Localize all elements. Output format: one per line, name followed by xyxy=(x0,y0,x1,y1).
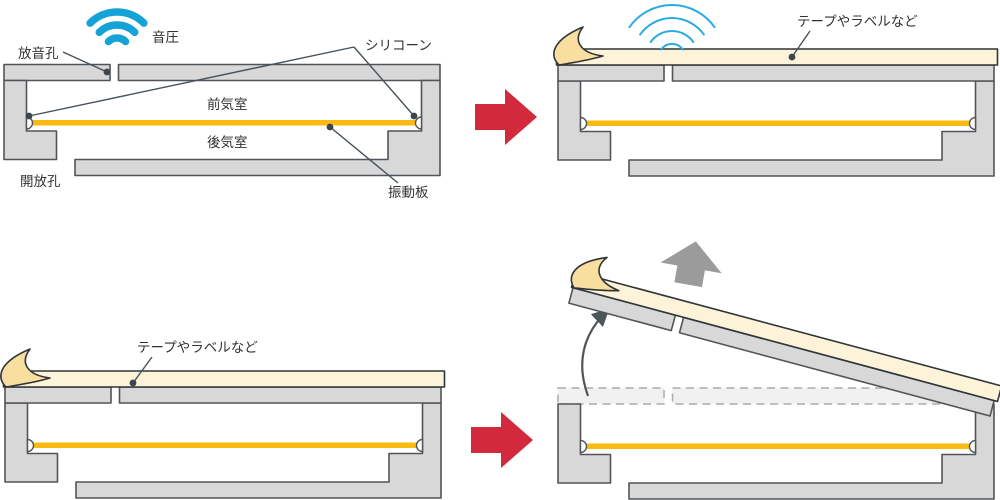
front-air-chamber-label: 前気室 xyxy=(207,96,248,113)
transition-arrow-right-bottom xyxy=(471,412,533,468)
panel-taped-device: テープやラベルなど xyxy=(554,4,998,177)
silicone-label: シリコーン xyxy=(365,38,432,54)
sound-pressure-label: 音圧 xyxy=(152,29,179,46)
device-base xyxy=(557,80,995,177)
muffled-sound-wave-icon xyxy=(628,4,716,51)
diaphragm-label: 振動板 xyxy=(388,185,429,201)
tape-over-lid xyxy=(1,349,445,403)
device-body xyxy=(1,349,445,499)
lid-plates xyxy=(3,63,441,82)
panel-open-device: 放音孔 音圧 シリコーン 前気室 後気室 開放孔 振動板 xyxy=(3,8,441,201)
lift-curved-arrow-icon xyxy=(581,308,610,397)
rear-air-chamber-label: 後気室 xyxy=(207,134,248,151)
device-base xyxy=(557,403,995,500)
panel-peeled-device xyxy=(557,241,1000,500)
device-body xyxy=(3,63,441,177)
tape-label: テープやラベルなど xyxy=(797,14,918,30)
transition-arrow-right-top xyxy=(475,89,537,145)
device-base xyxy=(3,79,441,177)
peel-up-arrow-icon xyxy=(660,241,722,288)
removed-lid-ghost-left xyxy=(557,387,665,405)
panel-taped-device-2: テープやラベルなど xyxy=(1,340,445,499)
open-hole-label: 開放孔 xyxy=(20,174,61,190)
sound-wave-icon xyxy=(86,8,148,46)
sound-emission-hole-label: 放音孔 xyxy=(18,45,59,62)
device-body xyxy=(554,27,998,177)
tape-label: テープやラベルなど xyxy=(137,340,258,356)
tape-over-lid xyxy=(554,27,998,81)
device-base xyxy=(4,402,442,499)
